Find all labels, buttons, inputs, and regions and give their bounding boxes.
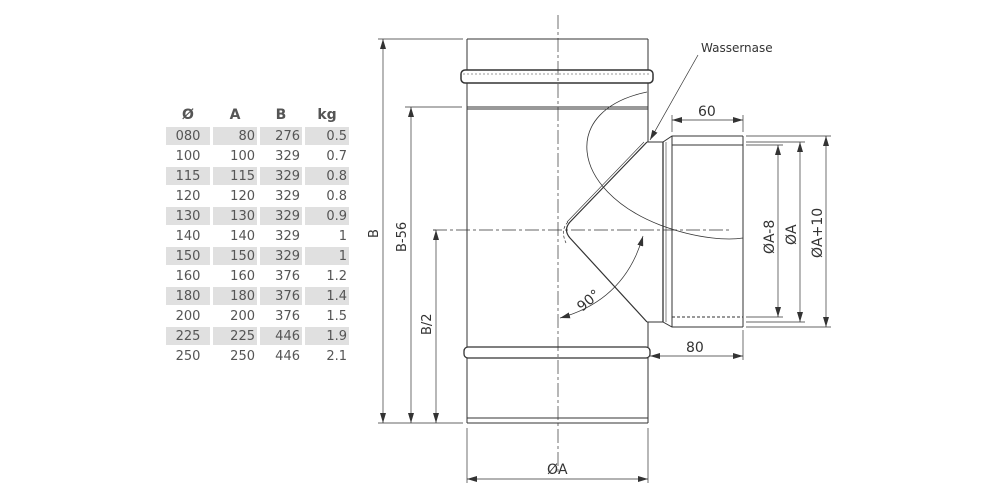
table-row: 160 160 376 1.2 xyxy=(166,267,349,285)
column-header: Ø xyxy=(182,107,194,123)
table-cell: 180 xyxy=(166,287,210,305)
dim-60-label: 60 xyxy=(698,104,716,120)
table-row: 120 120 329 0.8 xyxy=(166,187,349,205)
table-cell: 250 xyxy=(230,348,255,364)
table-cell: 1.2 xyxy=(326,268,347,284)
dim-b56-label: B-56 xyxy=(395,222,410,252)
dim-a-bottom-label: ØA xyxy=(547,462,568,478)
table-cell: 329 xyxy=(260,207,302,225)
table-cell: 150 xyxy=(166,247,210,265)
table-cell: 200 xyxy=(175,308,201,324)
table-cell: 130 xyxy=(213,207,257,225)
table-cell: 225 xyxy=(166,327,210,345)
table-cell: 376 xyxy=(260,287,302,305)
table-cell: 376 xyxy=(275,268,300,284)
table-row: 250 250 446 2.1 xyxy=(166,347,349,365)
table-cell: 80 xyxy=(213,127,257,145)
table-row: 100 100 329 0.7 xyxy=(166,147,349,165)
table-cell: 160 xyxy=(230,268,255,284)
table-cell: 120 xyxy=(230,188,255,204)
table-cell: 0.8 xyxy=(305,167,349,185)
table-cell: 150 xyxy=(213,247,257,265)
table-cell: 329 xyxy=(260,247,302,265)
table-cell: 160 xyxy=(175,268,201,284)
table-cell: 225 xyxy=(213,327,257,345)
table-cell: 1.5 xyxy=(326,308,347,324)
table-cell: 1.4 xyxy=(305,287,349,305)
column-header: A xyxy=(229,107,241,123)
dim-b-label: B xyxy=(367,229,382,238)
table-cell: 100 xyxy=(175,148,201,164)
table-cell: 0.8 xyxy=(326,188,347,204)
table-cell: 446 xyxy=(275,348,300,364)
dim-b2-label: B/2 xyxy=(420,313,435,335)
table-cell: 180 xyxy=(213,287,257,305)
main-pipe xyxy=(460,38,654,424)
callout-wassernase: Wassernase xyxy=(701,41,773,55)
table-cell: 329 xyxy=(275,148,300,164)
dim-a8-label: ØA-8 xyxy=(762,220,778,254)
table-cell: 250 xyxy=(175,348,201,364)
table-cell: 140 xyxy=(175,228,201,244)
table-cell: 080 xyxy=(166,127,210,145)
dim-80-label: 80 xyxy=(686,340,704,356)
table-cell: 115 xyxy=(166,167,210,185)
dimension-lines xyxy=(378,38,831,483)
table-cell: 329 xyxy=(260,167,302,185)
table-cell: 329 xyxy=(275,228,300,244)
branch-pipe xyxy=(563,91,744,328)
table-cell: 376 xyxy=(275,308,300,324)
intersection-curve xyxy=(586,91,744,240)
table-cell: 100 xyxy=(230,148,255,164)
table-cell: 276 xyxy=(260,127,302,145)
table-cell: 1 xyxy=(338,228,347,244)
table-cell: 120 xyxy=(175,188,201,204)
table-cell: 2.1 xyxy=(326,348,347,364)
table-cell: 0.5 xyxy=(305,127,349,145)
table-cell: 130 xyxy=(166,207,210,225)
table-cell: 446 xyxy=(260,327,302,345)
table-cell: 329 xyxy=(275,188,300,204)
table-cell: 200 xyxy=(230,308,255,324)
dim-a10-label: ØA+10 xyxy=(810,208,826,258)
table-cell: 0.9 xyxy=(305,207,349,225)
dim-a-label: ØA xyxy=(784,224,800,245)
table-cell: 140 xyxy=(230,228,255,244)
table-cell: 1.9 xyxy=(305,327,349,345)
table-cell: 0.7 xyxy=(326,148,347,164)
table-row: 140 140 329 1 xyxy=(166,227,349,245)
table-row: 200 200 376 1.5 xyxy=(166,307,349,325)
table-cell: 1 xyxy=(305,247,349,265)
angle-label: 90° xyxy=(574,287,603,315)
table-cell: 115 xyxy=(213,167,257,185)
column-header: kg xyxy=(317,107,337,123)
column-header: B xyxy=(275,107,287,123)
